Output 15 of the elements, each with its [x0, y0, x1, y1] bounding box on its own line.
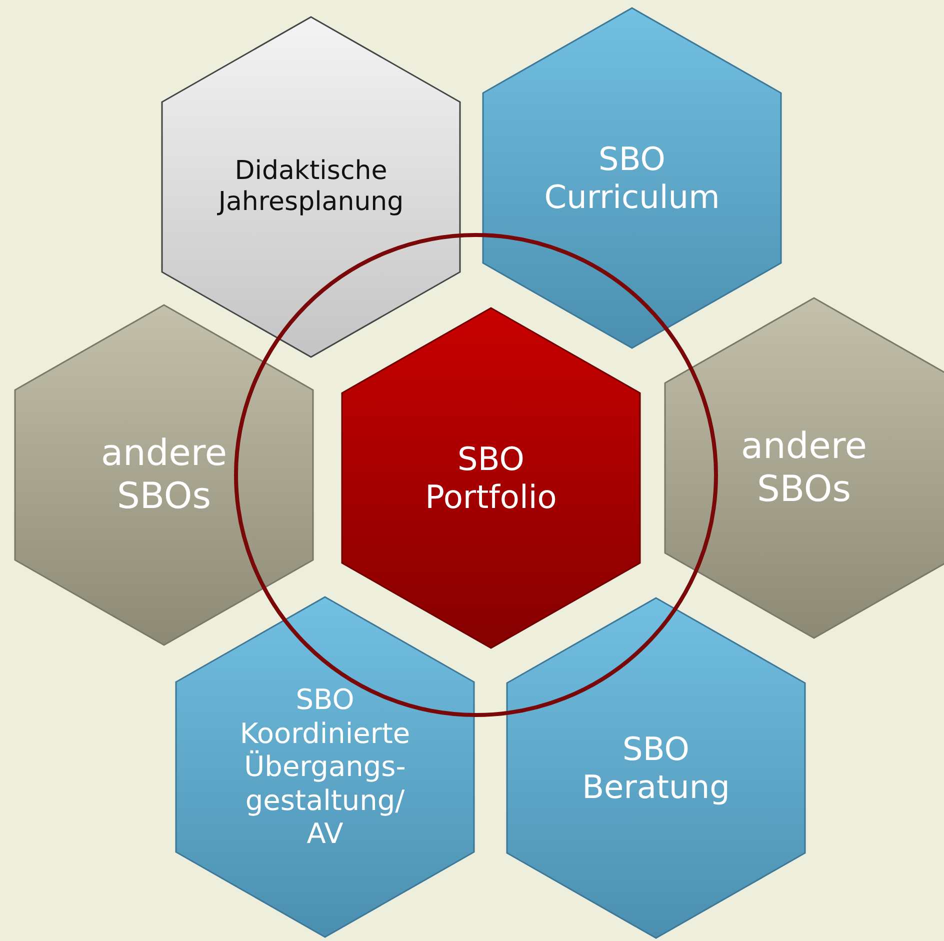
hexagon: [176, 597, 474, 937]
hexagon-label: SBO Beratung: [581, 730, 731, 806]
hexagon-label: SBO Portfolio: [424, 440, 558, 516]
hexagon: [483, 8, 781, 348]
hexagon-label: andere SBOs: [740, 424, 868, 512]
hexagon: [507, 598, 805, 938]
hexagon-label: andere SBOs: [100, 432, 228, 518]
hexagon-label: SBO Koordinierte Übergangs- gestaltung/ AV: [238, 683, 412, 851]
hexagon: [15, 305, 313, 645]
hexagon-label: SBO Curriculum: [543, 140, 721, 216]
hexagon-label: Didaktische Jahresplanung: [216, 156, 405, 218]
hexagon: [162, 17, 460, 357]
hexagon: [665, 298, 944, 638]
ring-outline: [234, 233, 718, 717]
hexagon: [342, 308, 640, 648]
